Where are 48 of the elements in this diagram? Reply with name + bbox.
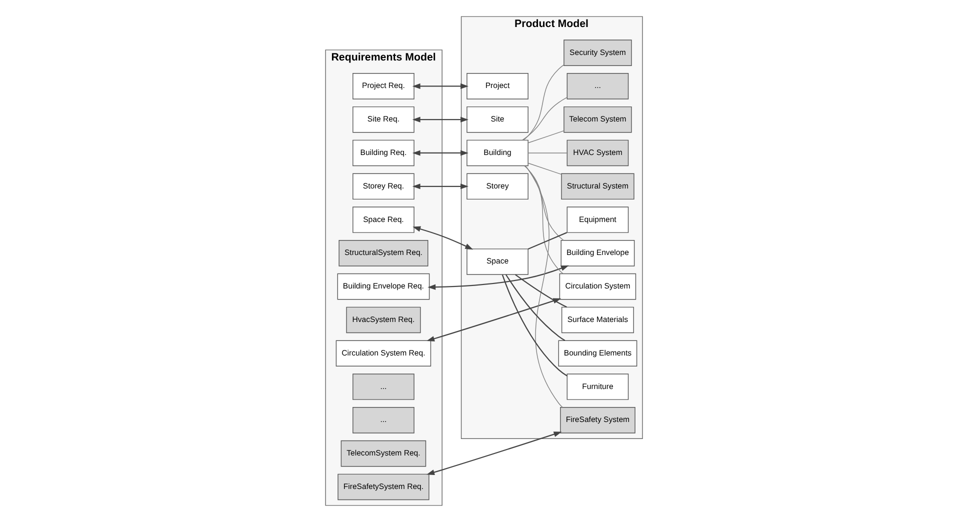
node-box: ... — [352, 407, 414, 434]
node-box: HVAC System — [566, 140, 628, 166]
node-box: Site Req. — [352, 106, 414, 133]
arrow — [412, 226, 473, 250]
node-box: FireSafetySystem Req. — [337, 474, 429, 500]
node-box: Space — [466, 248, 528, 275]
node-box: Building — [466, 140, 528, 166]
node-box: Building Envelope Req. — [336, 273, 430, 300]
node-box: Site — [466, 106, 528, 133]
connector — [522, 64, 564, 140]
arrow — [412, 83, 468, 89]
node-box: ... — [352, 374, 414, 400]
connector — [527, 162, 562, 175]
arrow — [426, 432, 562, 475]
node-box: Surface Materials — [560, 306, 634, 334]
node-box: Telecom System — [563, 106, 632, 133]
node-box: Project — [466, 73, 528, 100]
node-box: Building Envelope — [560, 240, 634, 266]
arrow — [427, 265, 568, 290]
connector — [524, 166, 564, 241]
node-box: FireSafety System — [560, 407, 635, 434]
node-box: ... — [566, 73, 628, 100]
node-box: Bounding Elements — [558, 340, 637, 367]
connector — [504, 274, 565, 342]
connector — [527, 130, 564, 144]
connector — [514, 274, 567, 308]
node-box: Building Req. — [352, 140, 414, 166]
node-box: Security System — [563, 40, 632, 66]
arrow — [412, 116, 468, 122]
arrow — [412, 184, 468, 190]
connector — [522, 97, 567, 140]
node-box: Structural System — [560, 173, 634, 200]
node-box: HvacSystem Req. — [346, 306, 420, 334]
node-box: Circulation System — [558, 273, 636, 300]
node-box: TelecomSystem Req. — [340, 440, 426, 467]
node-box: StructuralSystem Req. — [338, 240, 428, 266]
connector — [524, 166, 563, 274]
node-box: Furniture — [566, 374, 628, 400]
node-box: Space Req. — [352, 206, 414, 233]
connector — [501, 274, 567, 376]
connector — [527, 232, 567, 250]
node-box: Storey Req. — [352, 173, 414, 200]
node-box: Circulation System Req. — [335, 340, 431, 367]
node-box: Project Req. — [352, 73, 414, 100]
node-box: Storey — [466, 173, 528, 200]
arrow — [412, 150, 468, 156]
connector — [527, 152, 567, 154]
node-box: Equipment — [566, 206, 628, 233]
